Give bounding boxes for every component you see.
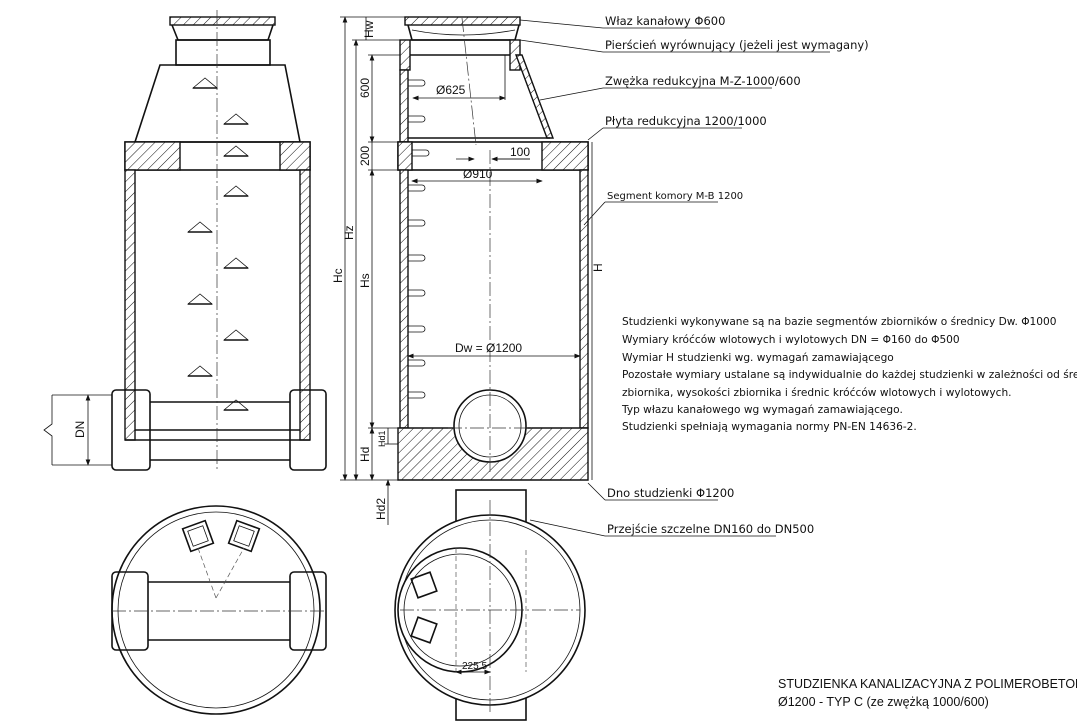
callout-passage: Przejście szczelne DN160 do DN500 [607,522,814,536]
offset-100-dimension: 100 [510,145,530,159]
note-7: Studzienki spełniają wymagania normy PN-… [622,421,917,433]
callout-slab: Płyta redukcyjna 1200/1000 [605,114,767,128]
note-6: Typ włazu kanałowego wg wymagań zamawiaj… [621,404,903,416]
hd2-dimension: Hd2 [374,498,388,520]
hd-dimension: Hd [358,447,372,462]
external-elevation-view: DN [43,10,327,471]
h-dimension: H [591,263,605,272]
plan-view-left [111,505,327,715]
callout-ring: Pierścień wyrównujący (jeżeli jest wymag… [605,38,869,52]
plan-225-dimension: 225.5 [462,661,487,672]
dn-dimension: DN [73,421,87,438]
notes: Studzienki wykonywane są na bazie segmen… [621,316,1077,433]
d910-dimension: Ø910 [463,167,493,181]
plan-view-right: 225.5 [394,489,586,721]
callout-bottom: Dno studzienki Φ1200 [607,486,734,500]
drawing-title: STUDZIENKA KANALIZACYJNA Z POLIMEROBETON… [778,677,1077,691]
callouts: Właz kanałowy Φ600 Pierścień wyrównujący… [519,14,869,537]
hd1-dimension: Hd1 [377,430,387,447]
d625-dimension: Ø625 [436,83,466,97]
note-2: Wymiary króćców wlotowych i wylotowych D… [622,334,960,346]
note-3: Wymiar H studzienki wg. wymagań zamawiaj… [622,352,894,364]
dw-dimension: Dw = Ø1200 [455,341,522,355]
note-5: zbiornika, wysokości zbiornika i średnic… [622,387,1012,399]
hz-dimension: Hz [342,225,356,240]
callout-manhole: Właz kanałowy Φ600 [605,14,725,28]
note-1: Studzienki wykonywane są na bazie segmen… [622,316,1057,328]
callout-segment: Segment komory M-B 1200 [607,191,743,202]
section-elevation-view: Ø625 100 Ø910 Dw = Ø1200 Hw 600 200 Hc H… [331,16,605,525]
hw-dimension: Hw [362,20,376,38]
hs-dimension: Hs [358,273,372,288]
callout-reducer: Zwężka redukcyjna M-Z-1000/600 [605,74,801,88]
note-4: Pozostałe wymiary ustalane są indywidual… [622,369,1077,381]
hc-dimension: Hc [331,268,345,283]
600-dimension: 600 [358,78,372,98]
drawing-subtitle: Ø1200 - TYP C (ze zwężką 1000/600) [778,695,989,709]
200-dimension: 200 [358,146,372,166]
